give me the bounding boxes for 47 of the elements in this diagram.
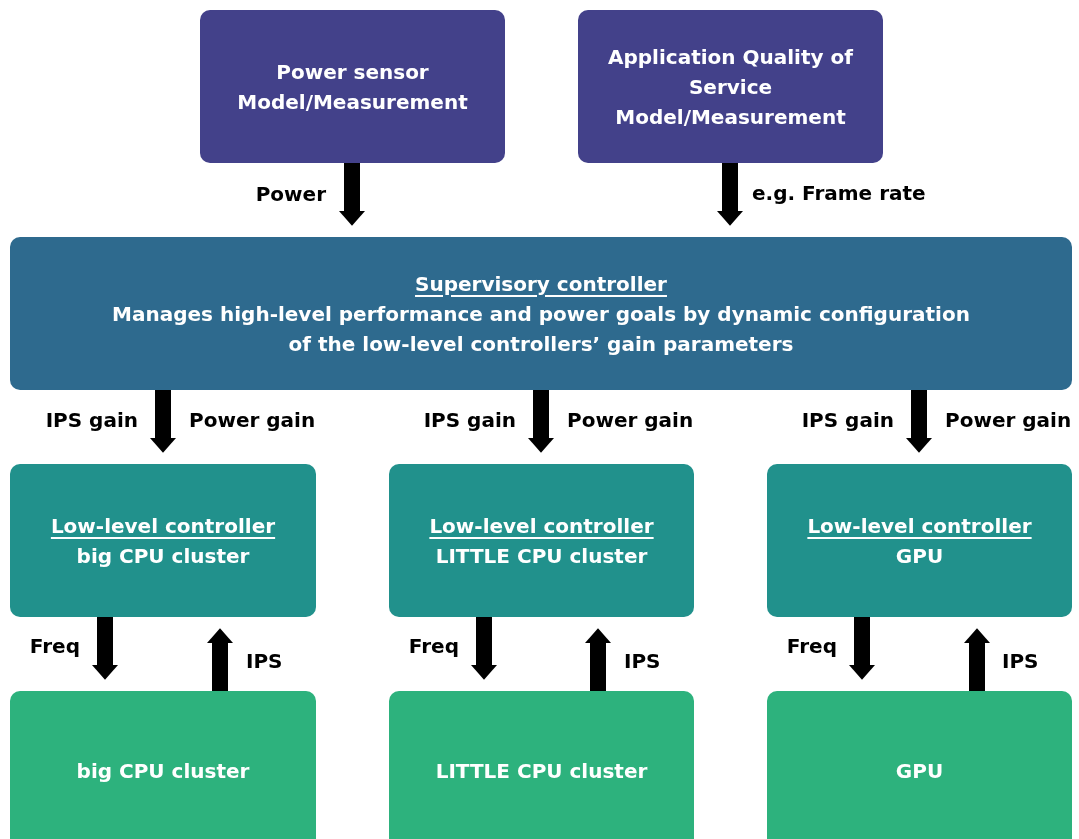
process-box [10,237,1072,390]
block-arrow [906,390,932,453]
process-box [389,691,694,839]
process-box [767,464,1072,617]
edge-label: Freq [29,636,80,656]
gain-label: IPS gain [801,410,894,430]
process-box [767,691,1072,839]
box-heading: Low-level controller [50,512,276,540]
box-text: Application Quality of Service Model/Measurement [607,43,854,131]
block-arrow [964,628,990,691]
box-text: Manages high-level performance and power goals by dynamic configuration of the low-level controllers’ gain parameters [111,300,971,358]
process-box [578,10,883,163]
box-text: big CPU cluster [76,758,250,785]
edge-label: Power [255,184,326,204]
block-arrow [849,617,875,680]
box-heading: Low-level controller [429,512,654,540]
edge-label: IPS [246,651,283,671]
box-text: LITTLE CPU cluster [435,758,648,785]
block-arrow [207,628,233,691]
gain-label: IPS gain [45,410,138,430]
gain-label: Power gain [945,410,1072,430]
box-text: big CPU cluster [76,542,250,570]
gain-label: Power gain [189,410,316,430]
block-arrow [717,163,743,226]
box-heading: Supervisory controller [415,270,667,298]
edge-label: e.g. Frame rate [752,183,926,203]
edge-label: IPS [624,651,661,671]
process-box [389,464,694,617]
block-arrow [92,617,118,680]
box-text: GPU [895,758,944,785]
box-heading: Low-level controller [807,512,1032,540]
process-box [200,10,505,163]
gain-label: Power gain [567,410,694,430]
block-arrow [585,628,611,691]
block-arrow [339,163,365,226]
block-arrow [150,390,176,453]
block-arrow [528,390,554,453]
edge-label: Freq [408,636,459,656]
box-text: LITTLE CPU cluster [435,542,648,570]
gain-label: IPS gain [423,410,516,430]
box-text: GPU [895,542,944,570]
process-box [10,691,316,839]
edge-label: IPS [1002,651,1039,671]
process-box [10,464,316,617]
block-arrow [471,617,497,680]
box-text: Power sensor Model/Measurement [236,58,469,116]
edge-label: Freq [786,636,837,656]
